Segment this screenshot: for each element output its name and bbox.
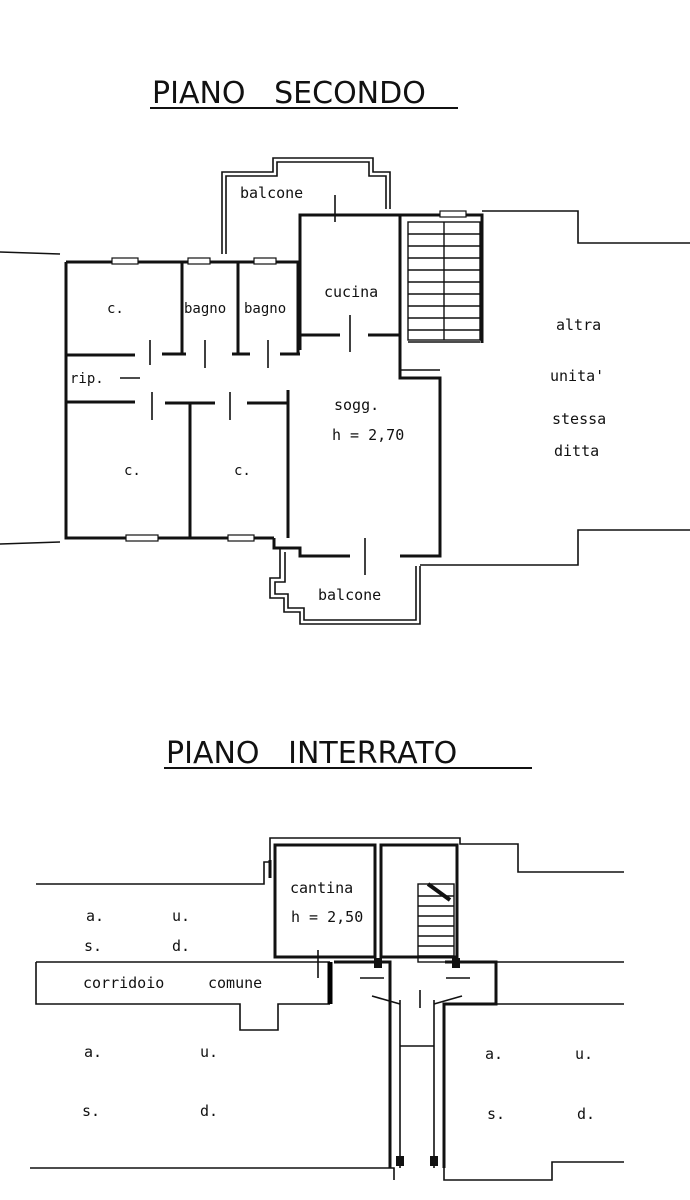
door-b-3 (371, 995, 401, 1005)
label-aud-lt-s: s. (84, 937, 102, 955)
label-cantina-height: h = 2,50 (291, 908, 363, 926)
column-3 (396, 1156, 404, 1166)
label-aud-lt-d: d. (172, 937, 190, 955)
stair-block (400, 221, 481, 371)
corridor-south-wall (35, 962, 330, 1031)
column-2 (452, 958, 460, 968)
basement-stair-arrow (426, 882, 452, 902)
basement-stair-walls (379, 843, 459, 959)
party-line-left-bottom (0, 541, 61, 545)
cantina-walls (273, 843, 377, 959)
column-1 (374, 958, 382, 968)
label-aud-r-a: a. (485, 1045, 503, 1063)
passage-east-wall (442, 960, 498, 1168)
basement-plan: cantina h = 2,50 corridoio comune a. u. … (30, 837, 624, 1181)
neighbour-unit-top-outline (482, 210, 690, 244)
wall-north-left (66, 213, 405, 264)
label-cucina: cucina (324, 283, 378, 301)
label-neighbour-2: unita' (550, 367, 604, 385)
upper-floor-title: PIANO SECONDO (152, 76, 426, 111)
label-corridoio: corridoio (83, 974, 164, 992)
label-aud-r-s: s. (487, 1105, 505, 1123)
window-top-1 (111, 257, 139, 265)
upper-floor-title-group: PIANO SECONDO (150, 76, 458, 111)
label-bagno-2: bagno (244, 301, 286, 317)
label-aud-lb-u: u. (200, 1043, 218, 1061)
wall-north-stair (405, 213, 484, 343)
window-stair (439, 210, 467, 218)
label-aud-r-u: u. (575, 1045, 593, 1063)
window-top-3 (253, 257, 277, 265)
passage-west-wall (334, 960, 392, 1168)
label-neighbour-4: ditta (554, 442, 599, 460)
label-soggiorno-height: h = 2,70 (332, 426, 404, 444)
basement-stair-steps (417, 882, 455, 963)
basement-stair-frame (417, 883, 455, 963)
label-aud-lb-s: s. (82, 1102, 100, 1120)
bottom-balcony-inner (274, 552, 417, 621)
basement-title: PIANO INTERRATO (166, 736, 457, 771)
wall-west (64, 262, 274, 540)
label-soggiorno: sogg. (334, 396, 379, 414)
label-balcone-bottom: balcone (318, 586, 381, 604)
basement-north-boundary (36, 837, 624, 885)
top-balcony-inner (225, 161, 387, 254)
label-aud-lt-a: a. (86, 907, 104, 925)
label-balcone-top: balcone (240, 184, 303, 202)
basement-south-boundary-left (30, 1167, 395, 1180)
neighbour-unit-bottom-outline (420, 529, 690, 566)
window-bottom-2 (227, 534, 255, 542)
top-balcony-outline (221, 157, 391, 254)
label-bedroom-mid: c. (234, 463, 251, 479)
label-rip: rip. (70, 371, 104, 387)
label-neighbour-3: stessa (552, 410, 606, 428)
wall-south-mid (272, 538, 350, 558)
column-4 (430, 1156, 438, 1166)
label-comune: comune (208, 974, 262, 992)
upper-floor-plan: balcone c. bagno bagno cucina rip. sogg.… (0, 157, 690, 625)
door-b-4 (433, 995, 463, 1005)
label-neighbour-1: altra (556, 316, 601, 334)
bottom-balcony-outline (269, 548, 421, 625)
window-bottom-1 (125, 534, 159, 542)
label-aud-lb-d: d. (200, 1102, 218, 1120)
basement-south-boundary-right (443, 1161, 624, 1181)
label-bedroom-top: c. (107, 301, 124, 317)
party-line-left-top (0, 251, 61, 255)
label-bagno-1: bagno (184, 301, 226, 317)
window-top-2 (187, 257, 211, 265)
label-bedroom-left: c. (124, 463, 141, 479)
basement-title-group: PIANO INTERRATO (164, 736, 532, 771)
label-cantina: cantina (290, 879, 353, 897)
label-aud-r-d: d. (577, 1105, 595, 1123)
stair-steps (408, 233, 480, 331)
label-aud-lt-u: u. (172, 907, 190, 925)
label-aud-lb-a: a. (84, 1043, 102, 1061)
wall-east (398, 215, 442, 558)
